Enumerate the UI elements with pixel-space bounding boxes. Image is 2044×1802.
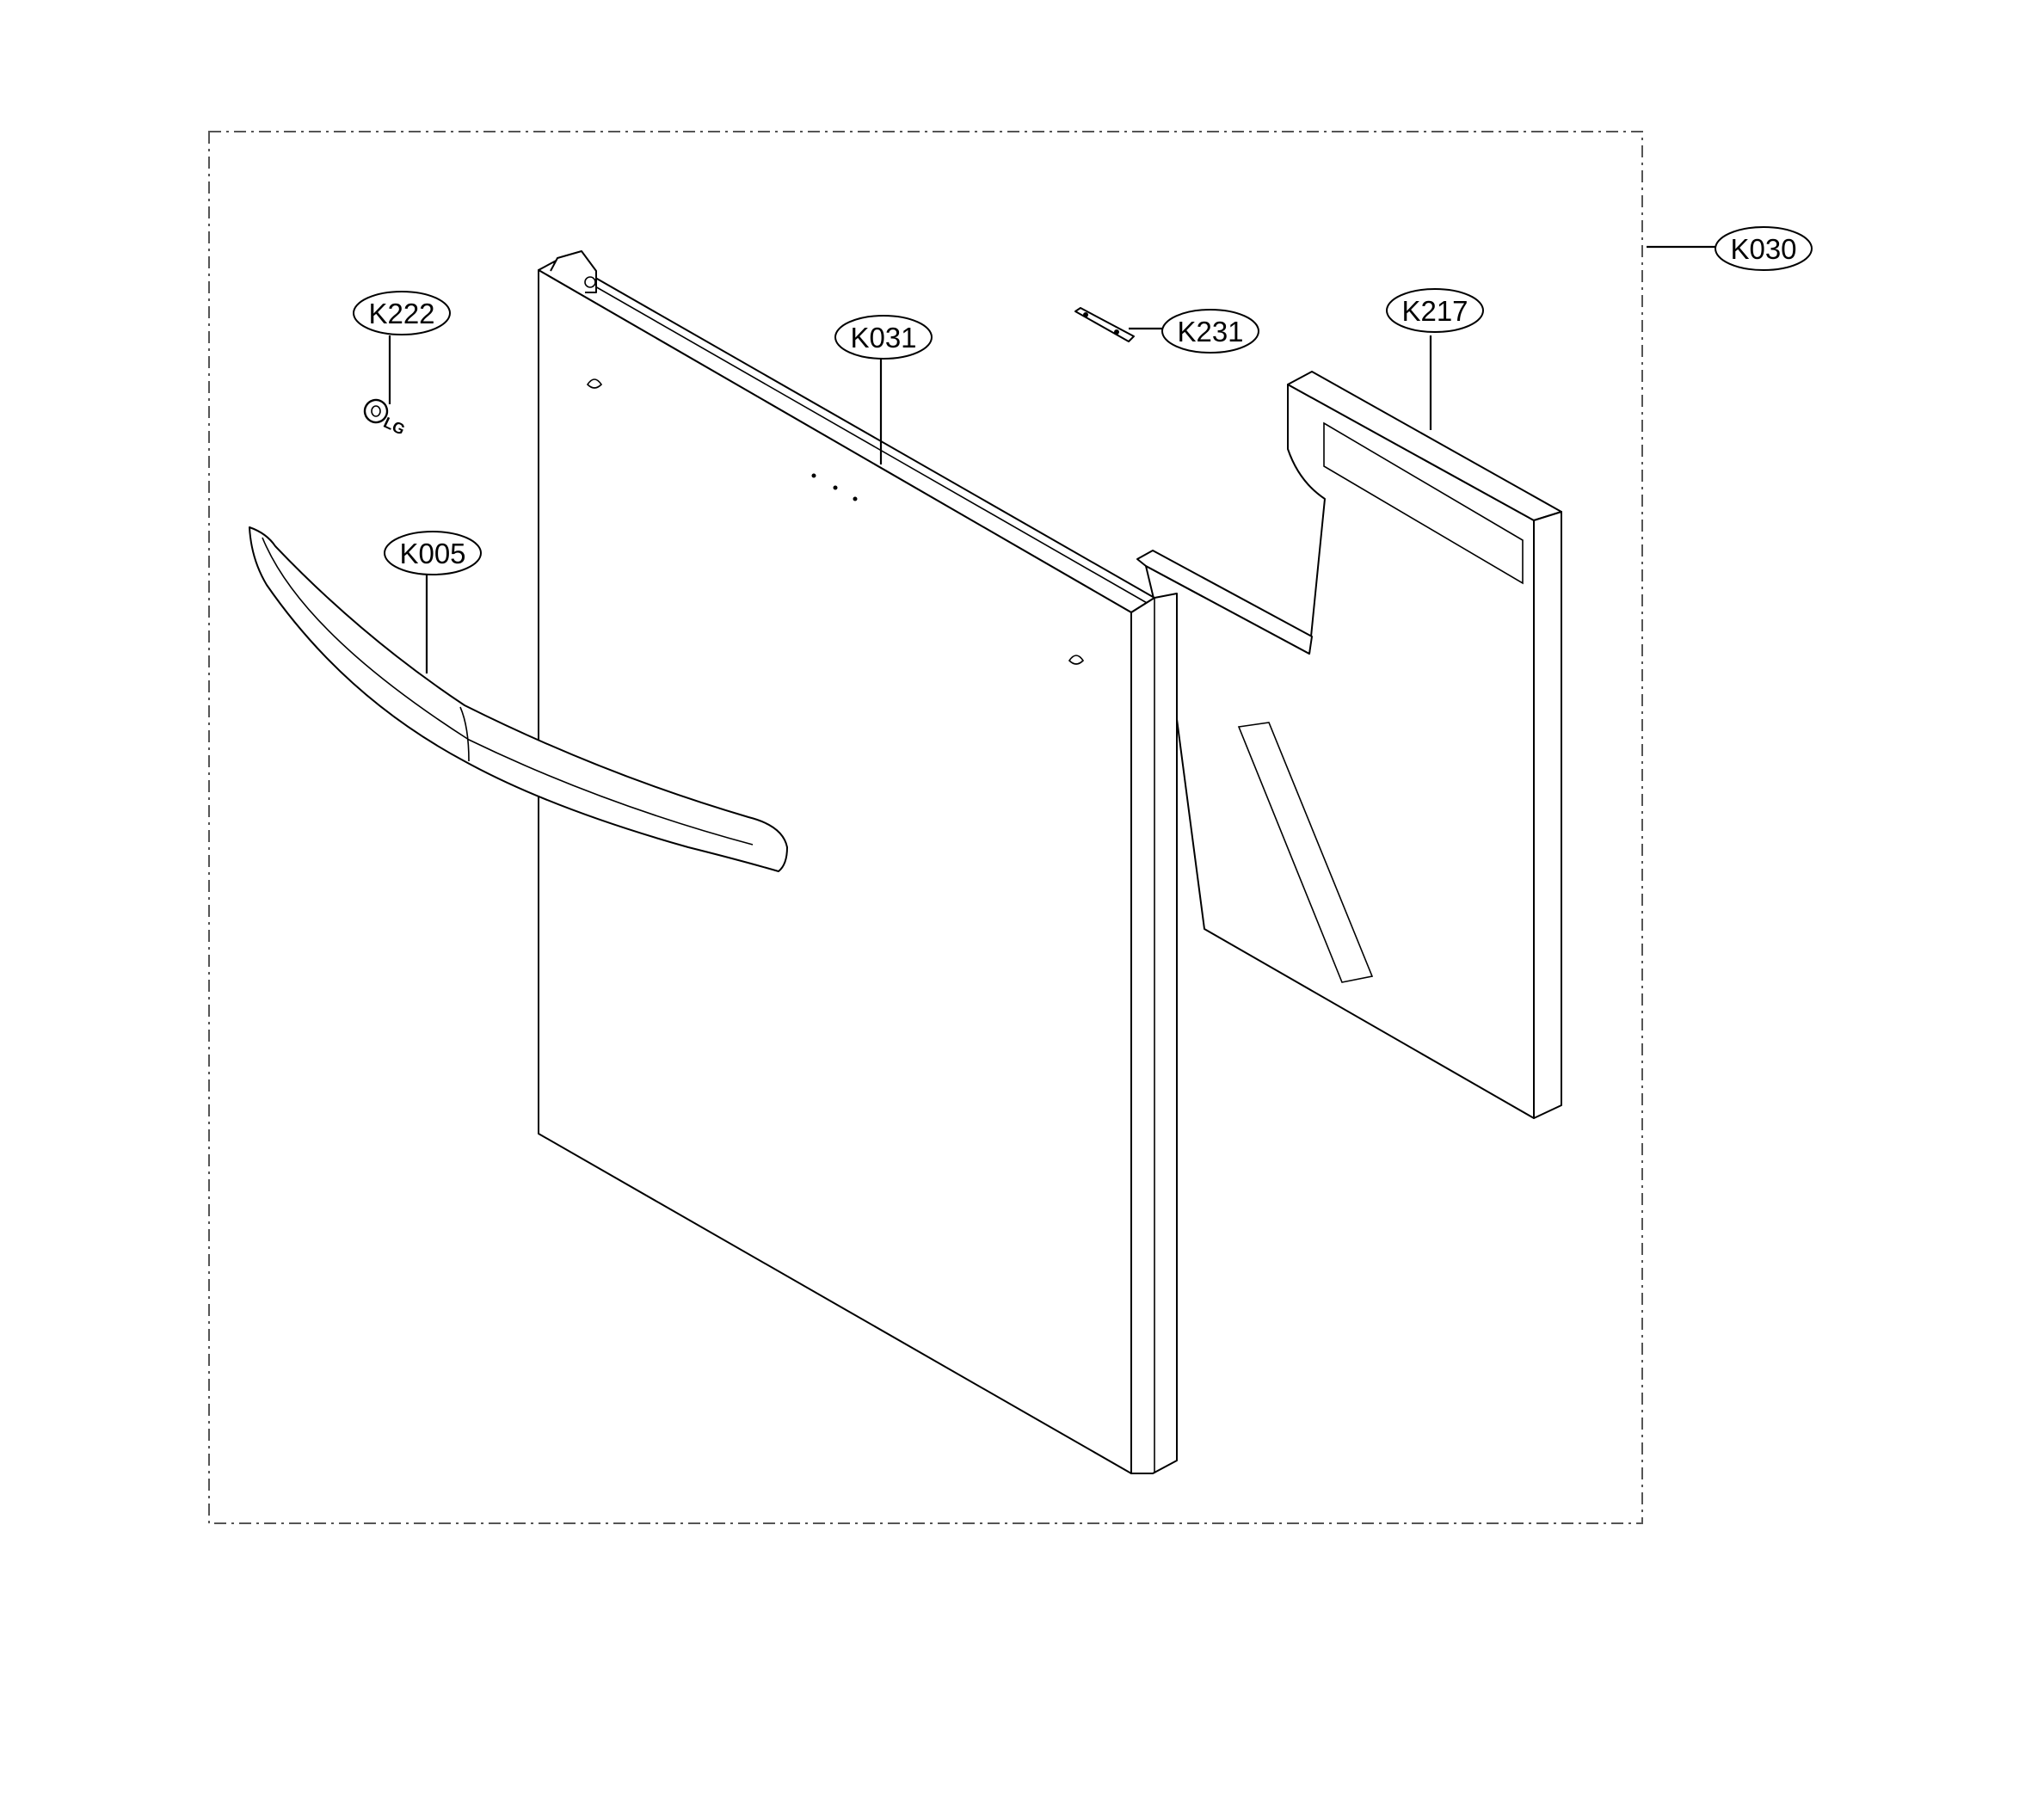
callout-k031: K031 (834, 315, 933, 360)
lg-emblem-k222: LG (363, 398, 408, 439)
door-handle-k005 (249, 526, 788, 872)
callout-k031-label: K031 (850, 322, 916, 354)
callout-k217: K217 (1386, 288, 1484, 333)
callout-k005-label: K005 (399, 538, 465, 569)
callout-k222: K222 (353, 291, 451, 335)
assembly-boundary-k030 (208, 131, 1643, 1524)
callout-k231-label: K231 (1177, 316, 1243, 347)
bracket-strip-k231 (1074, 307, 1135, 342)
callout-k231: K231 (1161, 309, 1259, 354)
outer-door-panel-k031 (538, 250, 1178, 1474)
door-liner-panel-k217 (1136, 371, 1562, 1119)
callout-k217-label: K217 (1401, 295, 1468, 327)
callout-k030-label: K030 (1730, 233, 1796, 265)
callout-k005: K005 (384, 531, 482, 575)
callout-k222-label: K222 (368, 298, 434, 329)
callout-k030: K030 (1715, 226, 1813, 271)
